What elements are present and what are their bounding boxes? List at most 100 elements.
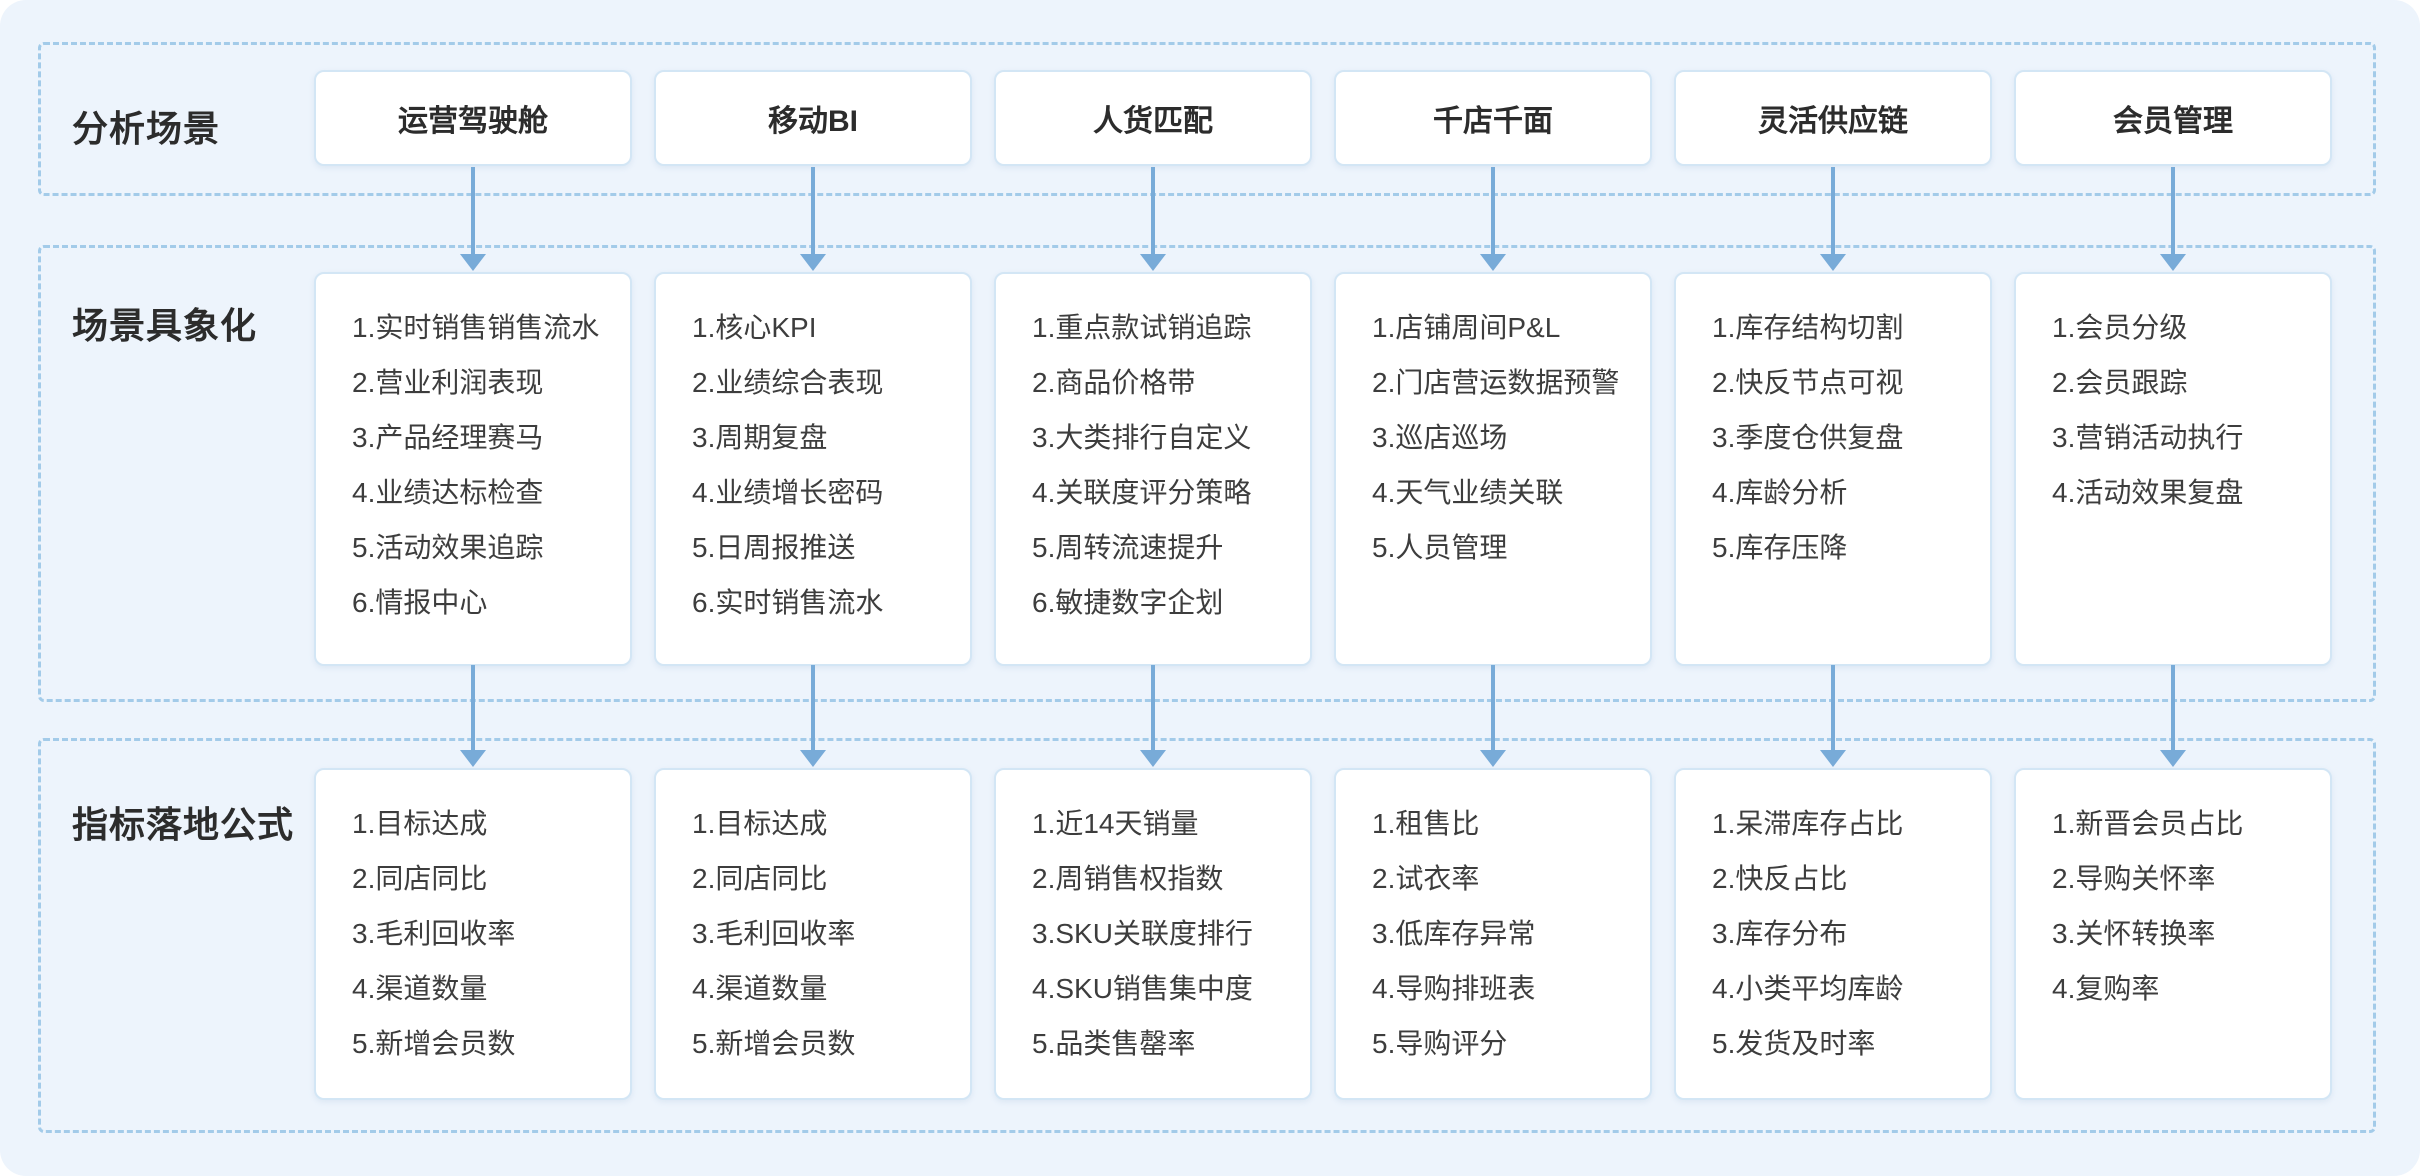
- row-label-metric-formulas: 指标落地公式: [72, 804, 295, 845]
- list-item: 1.目标达成: [352, 808, 488, 839]
- list-item: 1.店铺周间P&L: [1372, 312, 1561, 343]
- list-item: 1.重点款试销追踪: [1032, 312, 1252, 343]
- list-item: 5.新增会员数: [352, 1028, 516, 1059]
- arrow-down-icon: [800, 254, 826, 271]
- list-item: 3.毛利回收率: [352, 918, 516, 949]
- list-item: 2.会员跟踪: [2052, 367, 2188, 398]
- metric-list-member-management: 1.新晋会员占比 2.导购关怀率 3.关怀转换率 4.复购率: [2014, 768, 2332, 1100]
- list-item: 1.新晋会员占比: [2052, 808, 2244, 839]
- scene-card-title: 运营驾驶舱: [398, 105, 548, 138]
- flow-arrow-line: [1151, 167, 1155, 255]
- arrow-down-icon: [460, 750, 486, 767]
- flow-arrow-line: [2171, 665, 2175, 751]
- list-item: 5.库存压降: [1712, 532, 1848, 563]
- list-item: 1.近14天销量: [1032, 808, 1199, 839]
- arrow-down-icon: [1480, 750, 1506, 767]
- list-item: 2.快反占比: [1712, 863, 1848, 894]
- list-item: 2.周销售权指数: [1032, 863, 1224, 894]
- list-item: 4.天气业绩关联: [1372, 477, 1564, 508]
- arrow-down-icon: [1140, 750, 1166, 767]
- band-scene-concretization: [38, 245, 2376, 702]
- list-item: 6.情报中心: [352, 587, 488, 618]
- arrow-down-icon: [1480, 254, 1506, 271]
- list-item: 1.呆滞库存占比: [1712, 808, 1904, 839]
- list-item: 4.渠道数量: [692, 973, 828, 1004]
- scene-card-flexible-supply-chain: 灵活供应链: [1674, 70, 1992, 166]
- list-item: 2.导购关怀率: [2052, 863, 2216, 894]
- list-item: 2.业绩综合表现: [692, 367, 884, 398]
- list-item: 3.大类排行自定义: [1032, 422, 1252, 453]
- list-item: 4.复购率: [2052, 973, 2160, 1004]
- flow-arrow-line: [1151, 665, 1155, 751]
- arrow-down-icon: [460, 254, 486, 271]
- list-item: 3.产品经理赛马: [352, 422, 544, 453]
- scene-card-member-management: 会员管理: [2014, 70, 2332, 166]
- band-metric-formulas: [38, 738, 2376, 1133]
- list-item: 6.实时销售流水: [692, 587, 884, 618]
- list-item: 4.库龄分析: [1712, 477, 1848, 508]
- list-item: 2.同店同比: [692, 863, 828, 894]
- list-item: 5.新增会员数: [692, 1028, 856, 1059]
- flow-arrow-line: [811, 167, 815, 255]
- list-item: 5.日周报推送: [692, 532, 856, 563]
- row-label-scene-concretization: 场景具象化: [72, 305, 258, 346]
- list-item: 3.SKU关联度排行: [1032, 918, 1253, 949]
- list-item: 5.人员管理: [1372, 532, 1508, 563]
- list-item: 4.关联度评分策略: [1032, 477, 1252, 508]
- scene-card-title: 会员管理: [2113, 105, 2233, 138]
- band-analysis-scenes: [38, 42, 2376, 196]
- list-item: 4.业绩增长密码: [692, 477, 884, 508]
- scenario-list-operations-cockpit: 1.实时销售销售流水 2.营业利润表现 3.产品经理赛马 4.业绩达标检查 5.…: [314, 272, 632, 666]
- list-item: 4.渠道数量: [352, 973, 488, 1004]
- list-item: 2.试衣率: [1372, 863, 1480, 894]
- list-item: 3.周期复盘: [692, 422, 828, 453]
- list-item: 2.同店同比: [352, 863, 488, 894]
- list-item: 5.发货及时率: [1712, 1028, 1876, 1059]
- list-item: 3.营销活动执行: [2052, 422, 2244, 453]
- scenario-list-flexible-supply-chain: 1.库存结构切割 2.快反节点可视 3.季度仓供复盘 4.库龄分析 5.库存压降: [1674, 272, 1992, 666]
- flow-arrow-line: [1491, 665, 1495, 751]
- flow-arrow-line: [1831, 665, 1835, 751]
- list-item: 4.小类平均库龄: [1712, 973, 1904, 1004]
- list-item: 2.商品价格带: [1032, 367, 1196, 398]
- row-label-analysis-scenes: 分析场景: [72, 108, 221, 149]
- list-item: 2.快反节点可视: [1712, 367, 1904, 398]
- flow-arrow-line: [471, 167, 475, 255]
- list-item: 3.低库存异常: [1372, 918, 1536, 949]
- list-item: 3.库存分布: [1712, 918, 1848, 949]
- metric-list-operations-cockpit: 1.目标达成 2.同店同比 3.毛利回收率 4.渠道数量 5.新增会员数: [314, 768, 632, 1100]
- list-item: 2.营业利润表现: [352, 367, 544, 398]
- list-item: 1.库存结构切割: [1712, 312, 1904, 343]
- list-item: 1.会员分级: [2052, 312, 2188, 343]
- arrow-down-icon: [1140, 254, 1166, 271]
- flow-arrow-line: [811, 665, 815, 751]
- list-item: 3.关怀转换率: [2052, 918, 2216, 949]
- scenario-list-member-management: 1.会员分级 2.会员跟踪 3.营销活动执行 4.活动效果复盘: [2014, 272, 2332, 666]
- metric-list-product-matching: 1.近14天销量 2.周销售权指数 3.SKU关联度排行 4.SKU销售集中度 …: [994, 768, 1312, 1100]
- scene-card-title: 千店千面: [1433, 105, 1553, 138]
- flow-arrow-line: [2171, 167, 2175, 255]
- flow-arrow-line: [471, 665, 475, 751]
- list-item: 1.核心KPI: [692, 312, 817, 343]
- metric-list-store-personalization: 1.租售比 2.试衣率 3.低库存异常 4.导购排班表 5.导购评分: [1334, 768, 1652, 1100]
- scene-card-title: 灵活供应链: [1758, 105, 1908, 138]
- list-item: 5.周转流速提升: [1032, 532, 1224, 563]
- arrow-down-icon: [2160, 750, 2186, 767]
- list-item: 3.季度仓供复盘: [1712, 422, 1904, 453]
- flow-arrow-line: [1491, 167, 1495, 255]
- list-item: 1.目标达成: [692, 808, 828, 839]
- list-item: 4.活动效果复盘: [2052, 477, 2244, 508]
- flow-arrow-line: [1831, 167, 1835, 255]
- metric-list-flexible-supply-chain: 1.呆滞库存占比 2.快反占比 3.库存分布 4.小类平均库龄 5.发货及时率: [1674, 768, 1992, 1100]
- scene-card-mobile-bi: 移动BI: [654, 70, 972, 166]
- list-item: 4.SKU销售集中度: [1032, 973, 1253, 1004]
- list-item: 5.活动效果追踪: [352, 532, 544, 563]
- arrow-down-icon: [2160, 254, 2186, 271]
- scenario-list-mobile-bi: 1.核心KPI 2.业绩综合表现 3.周期复盘 4.业绩增长密码 5.日周报推送…: [654, 272, 972, 666]
- list-item: 5.品类售罄率: [1032, 1028, 1196, 1059]
- list-item: 3.毛利回收率: [692, 918, 856, 949]
- scene-card-title: 人货匹配: [1093, 105, 1213, 138]
- scene-card-store-personalization: 千店千面: [1334, 70, 1652, 166]
- scenario-list-store-personalization: 1.店铺周间P&L 2.门店营运数据预警 3.巡店巡场 4.天气业绩关联 5.人…: [1334, 272, 1652, 666]
- arrow-down-icon: [1820, 254, 1846, 271]
